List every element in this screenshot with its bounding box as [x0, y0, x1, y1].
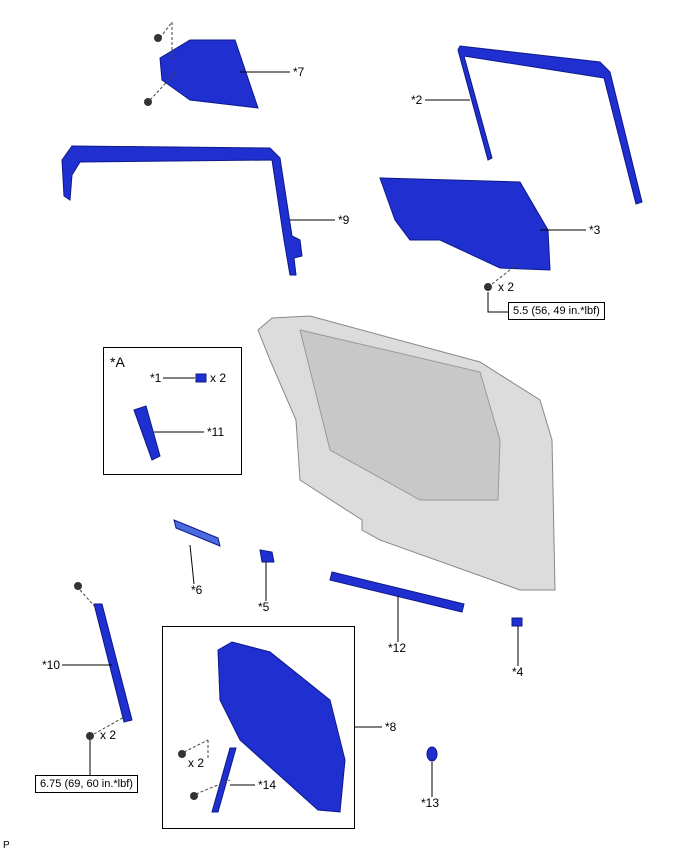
- part-8-service-hole-cover: [217, 641, 346, 813]
- inset-label-a: *A: [110, 354, 125, 370]
- callout-11: *11: [207, 425, 225, 439]
- bolt-icons: [74, 34, 492, 800]
- callout-8: *8: [385, 720, 397, 734]
- callout-12: *12: [388, 641, 407, 655]
- callout-7: *7: [293, 65, 305, 79]
- part-2-run-channel: [457, 45, 643, 205]
- callout-4: *4: [512, 665, 524, 679]
- torque-spec-10: 6.75 (69, 60 in.*lbf): [35, 775, 138, 793]
- quantity-14: x 2: [188, 756, 205, 770]
- callout-6: *6: [191, 583, 203, 597]
- quantity-1: x 2: [210, 371, 227, 385]
- part-14-bracket: [211, 747, 237, 813]
- callout-13: *13: [421, 796, 440, 810]
- callout-10: *10: [42, 658, 61, 672]
- inset-box-a: [103, 347, 242, 475]
- part-12-belt-molding: [329, 571, 465, 613]
- part-1-clip: [195, 373, 207, 383]
- part-9-frame: [61, 145, 303, 276]
- callout-5: *5: [258, 600, 270, 614]
- part-7-quarter-glass: [159, 39, 259, 109]
- callout-3: *3: [589, 223, 601, 237]
- part-5-clip: [259, 549, 275, 563]
- part-3-door-glass: [379, 177, 551, 271]
- part-13-plug: [426, 746, 438, 762]
- part-6-trim: [173, 519, 221, 547]
- callout-2: *2: [411, 93, 423, 107]
- part-4-clip: [511, 617, 523, 627]
- part-11-bracket: [133, 405, 161, 461]
- quantity-3: x 2: [498, 280, 515, 294]
- callout-14: *14: [258, 778, 277, 792]
- corner-mark: P: [3, 840, 10, 851]
- callout-9: *9: [338, 213, 350, 227]
- callout-1: *1: [150, 371, 162, 385]
- part-10-division-bar: [93, 603, 133, 723]
- quantity-10: x 2: [100, 728, 117, 742]
- torque-spec-3: 5.5 (56, 49 in.*lbf): [508, 302, 605, 320]
